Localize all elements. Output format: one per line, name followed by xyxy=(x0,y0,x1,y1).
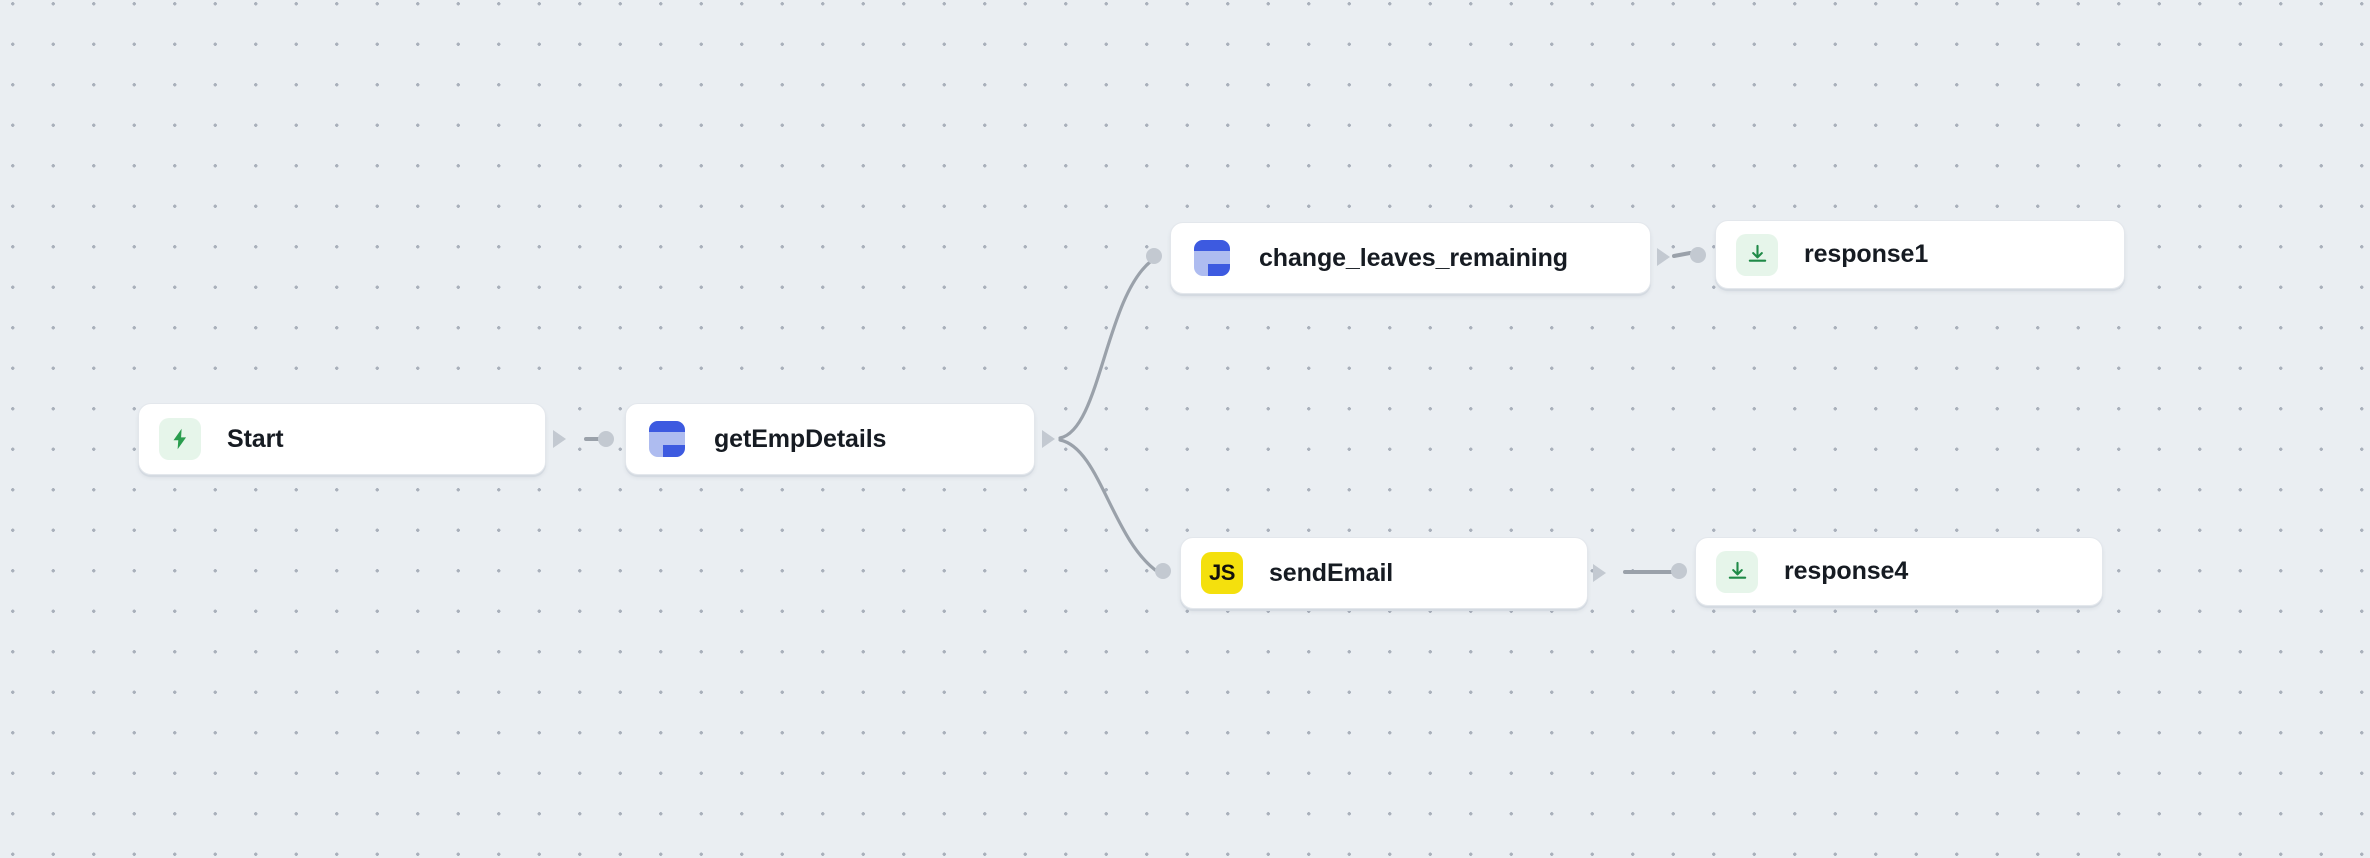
node-response4[interactable]: response4 xyxy=(1695,537,2103,606)
edge xyxy=(1058,438,1160,574)
node-label: change_leaves_remaining xyxy=(1259,243,1568,272)
node-label: Start xyxy=(227,424,284,453)
node-response1[interactable]: response1 xyxy=(1715,220,2125,289)
database-table-icon xyxy=(646,418,688,460)
output-port[interactable] xyxy=(1593,564,1606,582)
input-port[interactable] xyxy=(1671,563,1687,579)
output-port[interactable] xyxy=(1657,248,1670,266)
input-port[interactable] xyxy=(1690,247,1706,263)
edge xyxy=(1672,251,1692,258)
lightning-bolt-icon xyxy=(159,418,201,460)
output-port[interactable] xyxy=(553,430,566,448)
input-port[interactable] xyxy=(598,431,614,447)
node-label: response4 xyxy=(1784,557,1909,585)
node-label: response1 xyxy=(1804,240,1929,268)
edge xyxy=(1058,260,1152,440)
database-table-icon xyxy=(1191,237,1233,279)
node-label: sendEmail xyxy=(1269,558,1394,587)
download-response-icon xyxy=(1736,233,1778,276)
node-getempdetails[interactable]: getEmpDetails xyxy=(625,403,1035,475)
node-sendemail[interactable]: JS sendEmail xyxy=(1180,537,1588,609)
node-change-leaves-remaining[interactable]: change_leaves_remaining xyxy=(1170,222,1651,294)
node-start[interactable]: Start xyxy=(138,403,546,475)
js-icon-text: JS xyxy=(1209,560,1235,585)
download-response-icon xyxy=(1716,550,1758,593)
node-label: getEmpDetails xyxy=(714,424,887,453)
input-port[interactable] xyxy=(1146,248,1162,264)
input-port[interactable] xyxy=(1155,563,1171,579)
output-port[interactable] xyxy=(1042,430,1055,448)
js-icon: JS xyxy=(1201,552,1243,594)
